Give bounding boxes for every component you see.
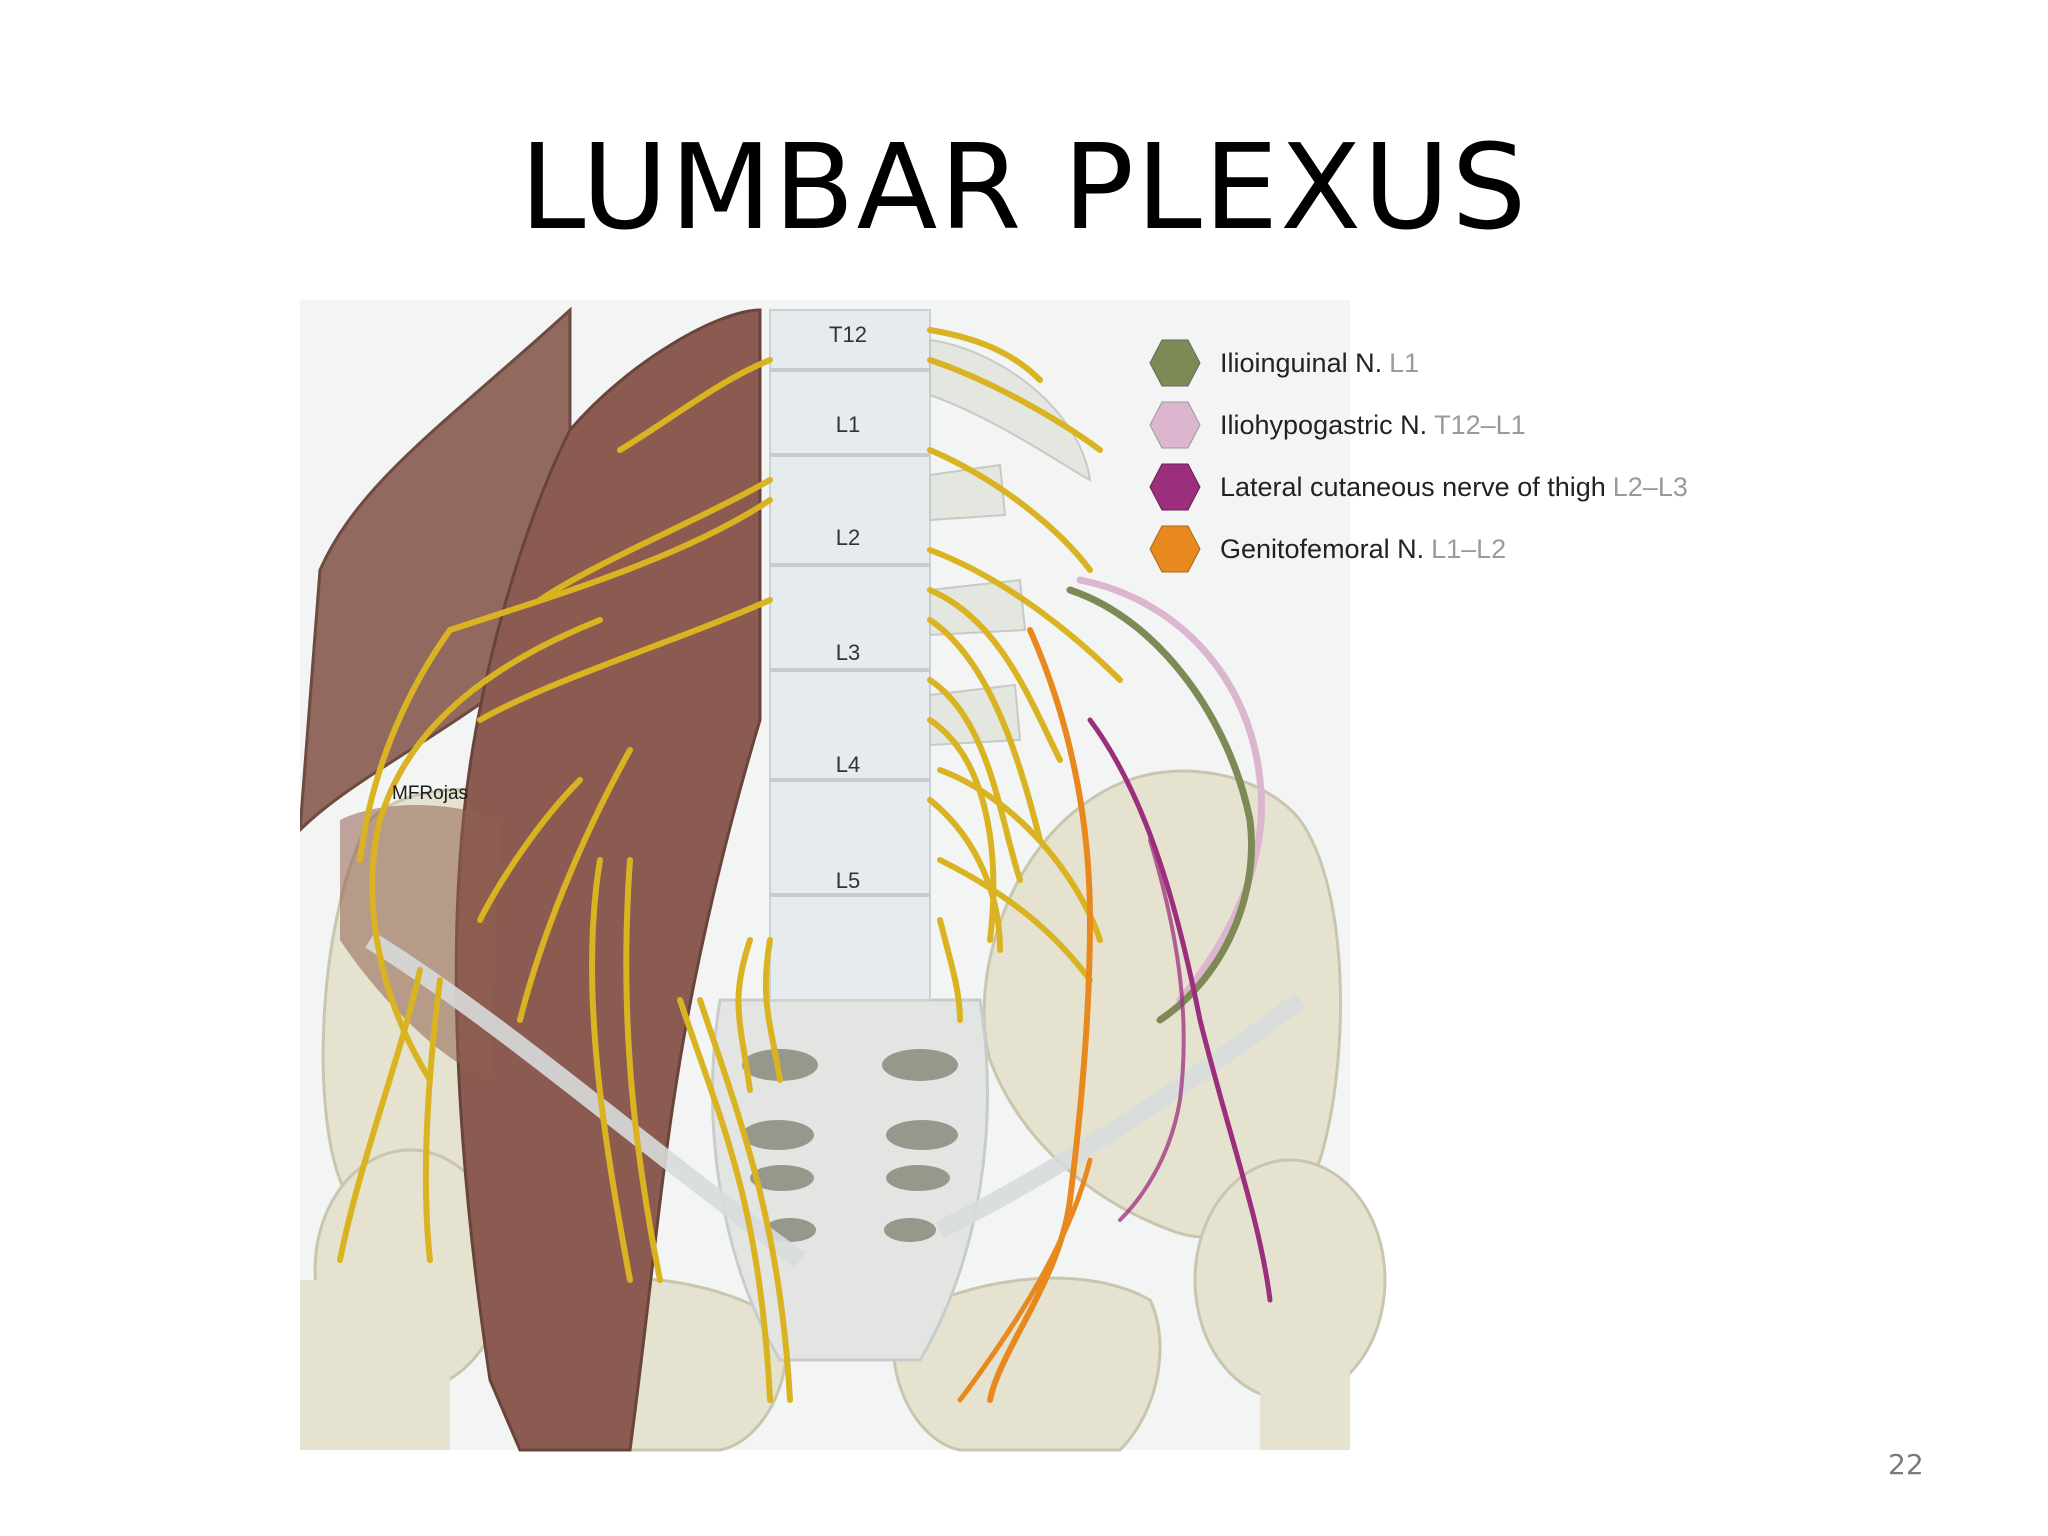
hexagon-icon [1149, 401, 1201, 449]
legend-name: Ilioinguinal N. [1220, 347, 1383, 378]
slide-title: LUMBAR PLEXUS [519, 118, 1529, 256]
vertebra-label-l3: L3 [835, 640, 861, 665]
vertebra-label-t12: T12 [829, 322, 867, 347]
ilioinguinal-nerve [1066, 586, 1255, 1024]
legend-name: Genitofemoral N. [1220, 533, 1425, 564]
vertebral-column [769, 309, 931, 1001]
legend-name: Lateral cutaneous nerve of thigh [1220, 471, 1606, 502]
iliohypogastric-nerve [1076, 576, 1265, 1004]
legend-level: T12–L1 [1434, 409, 1526, 440]
lumbar-nerves-right [337, 357, 793, 1403]
legend-item-genitofemoral: Genitofemoral N. L1–L2 [1148, 518, 1848, 580]
legend-level: L1–L2 [1431, 533, 1507, 564]
genitofemoral-branch [957, 1157, 1093, 1403]
vertebra-label-l2: L2 [835, 525, 861, 550]
left-femur-shaft [1260, 1290, 1350, 1450]
hexagon-icon [1149, 339, 1201, 387]
sacrum [711, 998, 989, 1362]
intervertebral-discs [770, 368, 930, 897]
vertebra-label-l4: L4 [835, 752, 861, 777]
right-femur-shaft [300, 1280, 450, 1450]
hexagon-icon [1149, 463, 1201, 511]
illustration-credit: MFRojas [392, 783, 469, 804]
lumbar-nerves-left [927, 327, 1123, 1023]
inguinal-ligament [365, 932, 806, 1268]
vertebra-label-l5: L5 [835, 868, 861, 893]
inguinal-ligament-left [935, 992, 1306, 1239]
vertebra-label-l1: L1 [835, 412, 861, 437]
page-number: 22 [1888, 1448, 1924, 1481]
nerve-legend: Ilioinguinal N. L1 Iliohypogastric N. T1… [1148, 332, 1848, 580]
legend-item-ilioinguinal: Ilioinguinal N. L1 [1148, 332, 1848, 394]
legend-name: Iliohypogastric N. [1220, 409, 1428, 440]
legend-level: L1 [1389, 347, 1420, 378]
lateral-cutaneous-nerve-of-thigh [1087, 717, 1273, 1303]
genitofemoral-nerve [987, 627, 1094, 1403]
hexagon-icon [1149, 525, 1201, 573]
legend-item-iliohypogastric: Iliohypogastric N. T12–L1 [1148, 394, 1848, 456]
legend-level: L2–L3 [1612, 471, 1688, 502]
lateral-cutaneous-nerve-of-thigh-branch [1118, 838, 1186, 1222]
legend-item-lateral-cutaneous: Lateral cutaneous nerve of thigh L2–L3 [1148, 456, 1848, 518]
